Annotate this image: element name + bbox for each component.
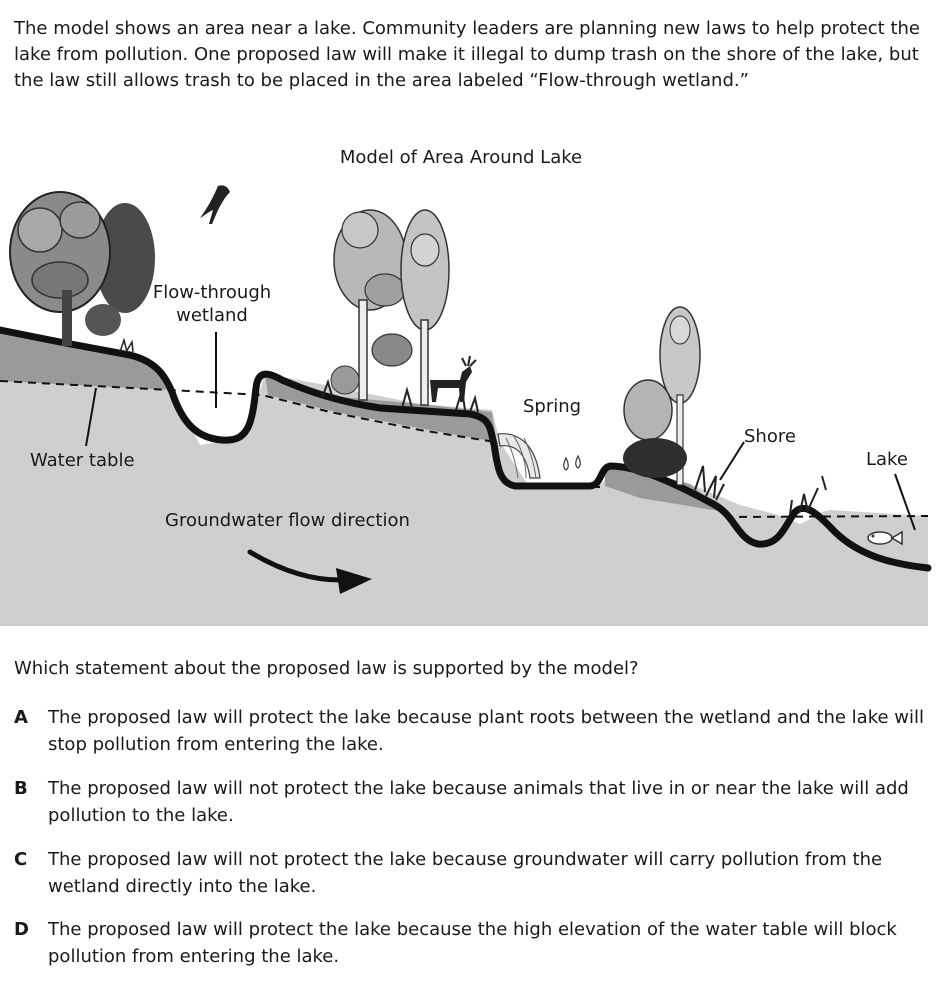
groundwater-label: Groundwater flow direction — [165, 510, 410, 531]
water-table-line-lake — [724, 515, 929, 518]
lake-label: Lake — [866, 449, 908, 470]
groundwater-flow-arrow — [247, 549, 372, 594]
choice-text: The proposed law will protect the lake b… — [48, 919, 897, 967]
deer-icon — [430, 355, 477, 402]
answer-choice-d[interactable]: D The proposed law will protect the lake… — [14, 916, 940, 970]
lake-area-model: Model of Area Around Lake — [0, 140, 944, 630]
water-table-line — [0, 380, 496, 443]
model-illustration: Model of Area Around Lake — [0, 147, 932, 626]
lake-water — [810, 510, 928, 573]
lake-leader-line — [894, 473, 916, 531]
unsaturated-soil-left — [0, 330, 172, 390]
choice-letter: B — [14, 778, 28, 799]
answer-choice-a[interactable]: A The proposed law will protect the lake… — [14, 704, 940, 758]
water-table-label: Water table — [30, 450, 135, 471]
water-table-leader-line — [85, 387, 97, 447]
spring-label: Spring — [523, 396, 581, 417]
choice-text: The proposed law will not protect the la… — [48, 778, 909, 826]
shore-label: Shore — [744, 426, 796, 447]
ground-fill — [0, 330, 928, 626]
fish-icon — [867, 530, 903, 546]
trees-left — [9, 191, 155, 353]
answer-choice-b[interactable]: B The proposed law will not protect the … — [14, 775, 940, 829]
choice-letter: C — [14, 849, 28, 870]
trees-middle — [321, 209, 479, 413]
spring-water — [497, 433, 581, 479]
ground-surface-line — [0, 326, 932, 572]
question-text: Which statement about the proposed law i… — [14, 658, 639, 679]
unsaturated-soil-right — [605, 465, 725, 512]
bird-icon — [200, 185, 230, 224]
trees-shore — [623, 306, 827, 515]
wetland-label-line1: Flow-through — [153, 282, 271, 303]
shore-leader-line — [719, 441, 745, 481]
choice-text: The proposed law will not protect the la… — [48, 849, 883, 897]
answer-choice-c[interactable]: C The proposed law will not protect the … — [14, 846, 940, 900]
choice-letter: D — [14, 919, 29, 940]
choice-text: The proposed law will protect the lake b… — [48, 707, 925, 755]
choice-letter: A — [14, 707, 28, 728]
intro-paragraph: The model shows an area near a lake. Com… — [14, 18, 920, 91]
model-title: Model of Area Around Lake — [340, 147, 582, 168]
wetland-label-line2: wetland — [176, 305, 248, 326]
